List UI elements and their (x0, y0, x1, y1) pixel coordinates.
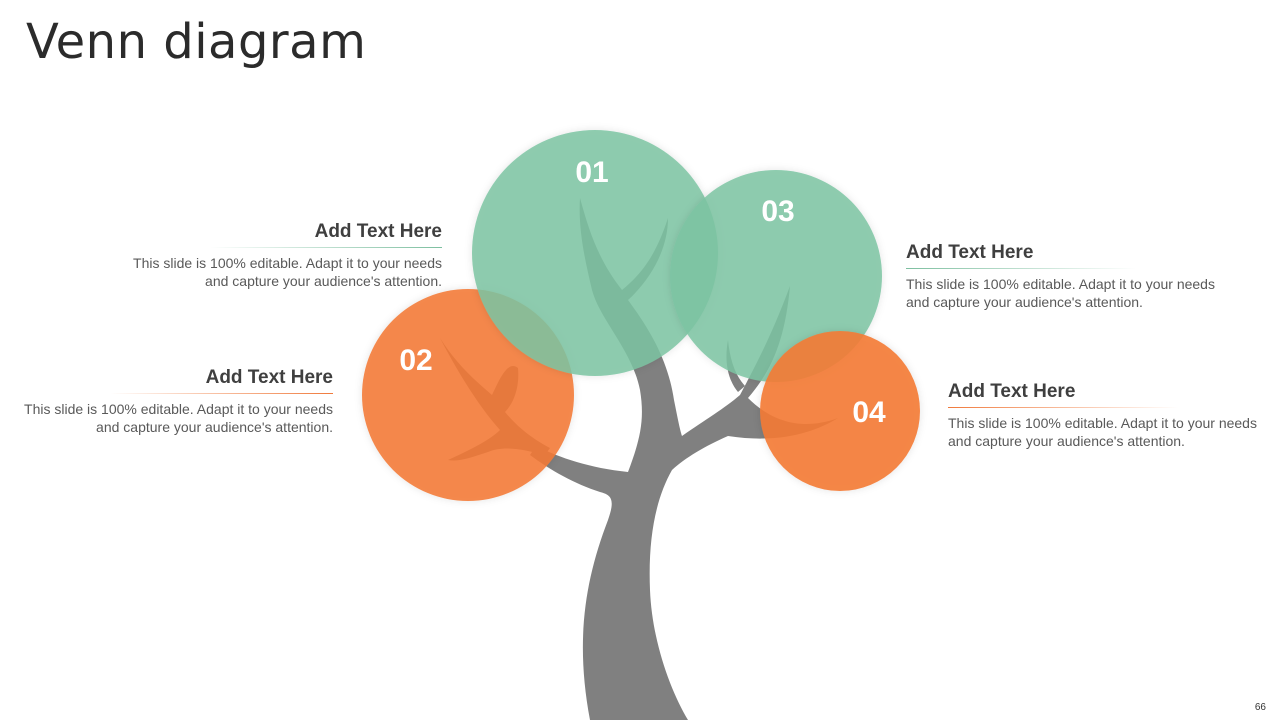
circle-01 (472, 130, 718, 376)
circle-03 (670, 170, 882, 382)
text-block-03: Add Text Here This slide is 100% editabl… (906, 242, 1226, 311)
circle-04 (760, 331, 920, 491)
heading-divider (906, 268, 1136, 269)
text-block-01: Add Text Here This slide is 100% editabl… (120, 221, 442, 290)
heading-divider (210, 247, 442, 248)
text-block-body: This slide is 100% editable. Adapt it to… (133, 255, 442, 289)
page-number: 66 (1254, 702, 1266, 713)
text-block-heading: Add Text Here (314, 221, 442, 242)
text-block-heading: Add Text Here (906, 242, 1034, 263)
text-block-04: Add Text Here This slide is 100% editabl… (948, 381, 1268, 450)
text-block-02: Add Text Here This slide is 100% editabl… (20, 367, 333, 436)
heading-divider (948, 407, 1178, 408)
text-block-heading: Add Text Here (205, 367, 333, 388)
text-block-body: This slide is 100% editable. Adapt it to… (948, 415, 1257, 449)
text-block-heading: Add Text Here (948, 381, 1076, 402)
circle-label-02: 02 (399, 344, 432, 377)
slide-title: Venn diagram (26, 14, 367, 70)
text-block-body: This slide is 100% editable. Adapt it to… (906, 276, 1215, 310)
text-block-body: This slide is 100% editable. Adapt it to… (24, 401, 333, 435)
circle-label-04: 04 (852, 396, 886, 429)
heading-divider (110, 393, 333, 394)
circle-label-01: 01 (575, 156, 608, 189)
circle-label-03: 03 (761, 195, 794, 228)
